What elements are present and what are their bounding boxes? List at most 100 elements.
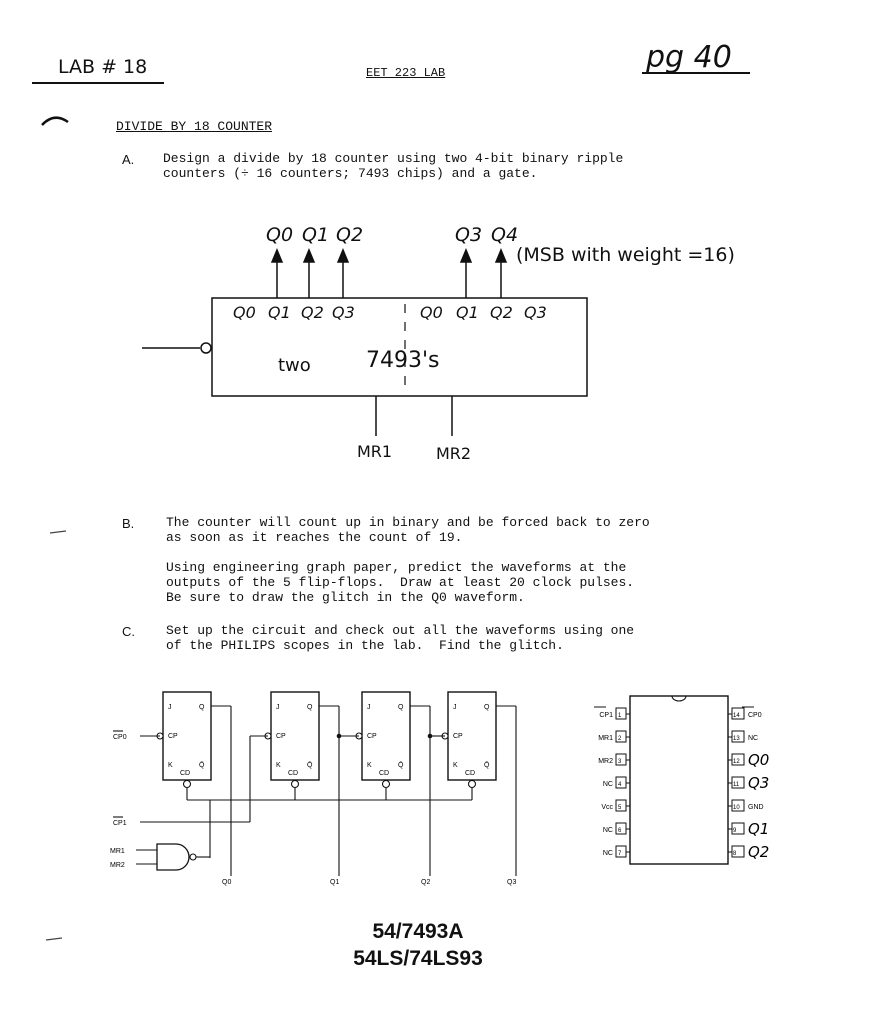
sketch-output-q2: Q2: [336, 224, 364, 246]
flip-flop-pin-j: J: [453, 704, 457, 711]
pin-number: 1: [618, 713, 622, 719]
pin-name: GND: [748, 804, 764, 811]
clear-bubble: [467, 779, 477, 789]
flip-flop-pin-q: Q: [484, 704, 490, 711]
output-label: Q0: [222, 879, 231, 886]
section-b-line: Using engineering graph paper, predict t…: [166, 560, 627, 575]
junction-dot: [336, 733, 342, 739]
flip-flop-pin-j: J: [367, 704, 371, 711]
pin-number: 4: [618, 782, 622, 788]
sketch-output-q1: Q1: [302, 224, 330, 246]
input-label-mr2: MR2: [110, 862, 125, 869]
section-b-line: Be sure to draw the glitch in the Q0 wav…: [166, 590, 525, 605]
page-label: pg 40: [646, 40, 732, 75]
flip-flop-pin-cp: CP: [168, 733, 178, 740]
clear-bubble: [381, 779, 391, 789]
pin-number: 5: [618, 805, 622, 811]
pin-name: Q3: [748, 774, 769, 792]
flip-flop-pin-k: K: [453, 762, 458, 769]
flip-flop-pin-cp: CP: [453, 733, 463, 740]
pin-name: MR1: [598, 735, 613, 742]
section-c-line: of the PHILIPS scopes in the lab. Find t…: [166, 638, 564, 653]
section-c-line: Set up the circuit and check out all the…: [166, 623, 635, 638]
sketch-output-q3: Q3: [455, 224, 483, 246]
pin-name: NC: [603, 781, 613, 788]
lab-number-underline: [32, 82, 164, 84]
section-b-letter: B.: [122, 516, 135, 531]
box-label-7493: 7493's: [366, 348, 440, 373]
section-a-line: counters (÷ 16 counters; 7493 chips) and…: [163, 166, 538, 181]
flip-flop-pin-qbar: Q̄: [398, 761, 404, 769]
input-label-cp0: CP0: [113, 734, 127, 741]
flip-flop-pin-k: K: [168, 762, 173, 769]
course-title: EET 223 LAB: [366, 66, 446, 80]
msb-note: (MSB with weight =16): [516, 244, 735, 266]
flip-flop-pin-qbar: Q̄: [199, 761, 205, 769]
pin-number: 13: [733, 736, 740, 742]
sketch-output-q4: Q4: [491, 224, 519, 246]
flip-flop-pin-q: Q: [307, 704, 313, 711]
ic-body: [629, 695, 729, 865]
pin-number: 3: [618, 759, 622, 765]
pin-name: Vcc: [601, 804, 613, 811]
inner-label-right-q2: Q2: [490, 303, 513, 322]
flip-flop-pin-k: K: [276, 762, 281, 769]
pin-number: 6: [618, 828, 622, 834]
part-number-1: 54/7493A: [372, 920, 464, 943]
section-b-line: outputs of the 5 flip-flops. Draw at lea…: [166, 575, 635, 590]
pin-name: Q2: [748, 843, 769, 861]
junction-dot: [427, 733, 433, 739]
reset-label-mr2: MR2: [436, 444, 472, 463]
flip-flop-pin-j: J: [168, 704, 172, 711]
section-a-letter: A.: [122, 152, 135, 167]
pin-number: 7: [618, 851, 622, 857]
lab-number: LAB # 18: [58, 56, 148, 78]
pin-name: MR2: [598, 758, 613, 765]
pin-name: Q1: [748, 820, 769, 838]
inner-label-right-q1: Q1: [456, 303, 479, 322]
flip-flop-pin-cd: CD: [288, 770, 298, 777]
clear-bubble: [182, 779, 192, 789]
pin-number: 12: [733, 759, 740, 765]
pin-name: Q0: [748, 751, 769, 769]
flip-flop-pin-cd: CD: [379, 770, 389, 777]
page-title: DIVIDE BY 18 COUNTER: [116, 119, 273, 134]
pin-number: 9: [733, 828, 737, 834]
clear-bubble: [290, 779, 300, 789]
sketch-output-q0: Q0: [266, 224, 294, 246]
flip-flop-pin-qbar: Q̄: [307, 761, 313, 769]
pin-name: NC: [603, 827, 613, 834]
flip-flop-pin-cd: CD: [180, 770, 190, 777]
inner-label-left-q2: Q2: [301, 303, 324, 322]
section-b-line: as soon as it reaches the count of 19.: [166, 530, 463, 545]
input-label-cp1: CP1: [113, 820, 127, 827]
flip-flop-pin-q: Q: [199, 704, 205, 711]
page-label-underline: [642, 72, 750, 74]
output-label: Q3: [507, 879, 516, 886]
pin-name: CP0: [748, 712, 762, 719]
reset-label-mr1: MR1: [357, 442, 393, 461]
inner-label-left-q1: Q1: [268, 303, 291, 322]
flip-flop-pin-cd: CD: [465, 770, 475, 777]
pin-number: 8: [733, 851, 737, 857]
flip-flop-pin-j: J: [276, 704, 280, 711]
pin-name: CP1: [599, 712, 613, 719]
pin-number: 2: [618, 736, 622, 742]
pin-number: 14: [733, 713, 740, 719]
flip-flop-pin-qbar: Q̄: [484, 761, 490, 769]
pin-name: NC: [748, 735, 758, 742]
section-a-line: Design a divide by 18 counter using two …: [163, 151, 624, 166]
inner-label-left-q0: Q0: [233, 303, 256, 322]
output-label: Q1: [330, 879, 339, 886]
inner-label-right-q3: Q3: [524, 303, 547, 322]
inner-label-left-q3: Q3: [332, 303, 355, 322]
section-c-letter: C.: [122, 624, 135, 639]
flip-flop-pin-cp: CP: [276, 733, 286, 740]
nand-gate: [156, 843, 190, 871]
ic-notch: [671, 695, 687, 702]
output-label: Q2: [421, 879, 430, 886]
flip-flop-pin-cp: CP: [367, 733, 377, 740]
